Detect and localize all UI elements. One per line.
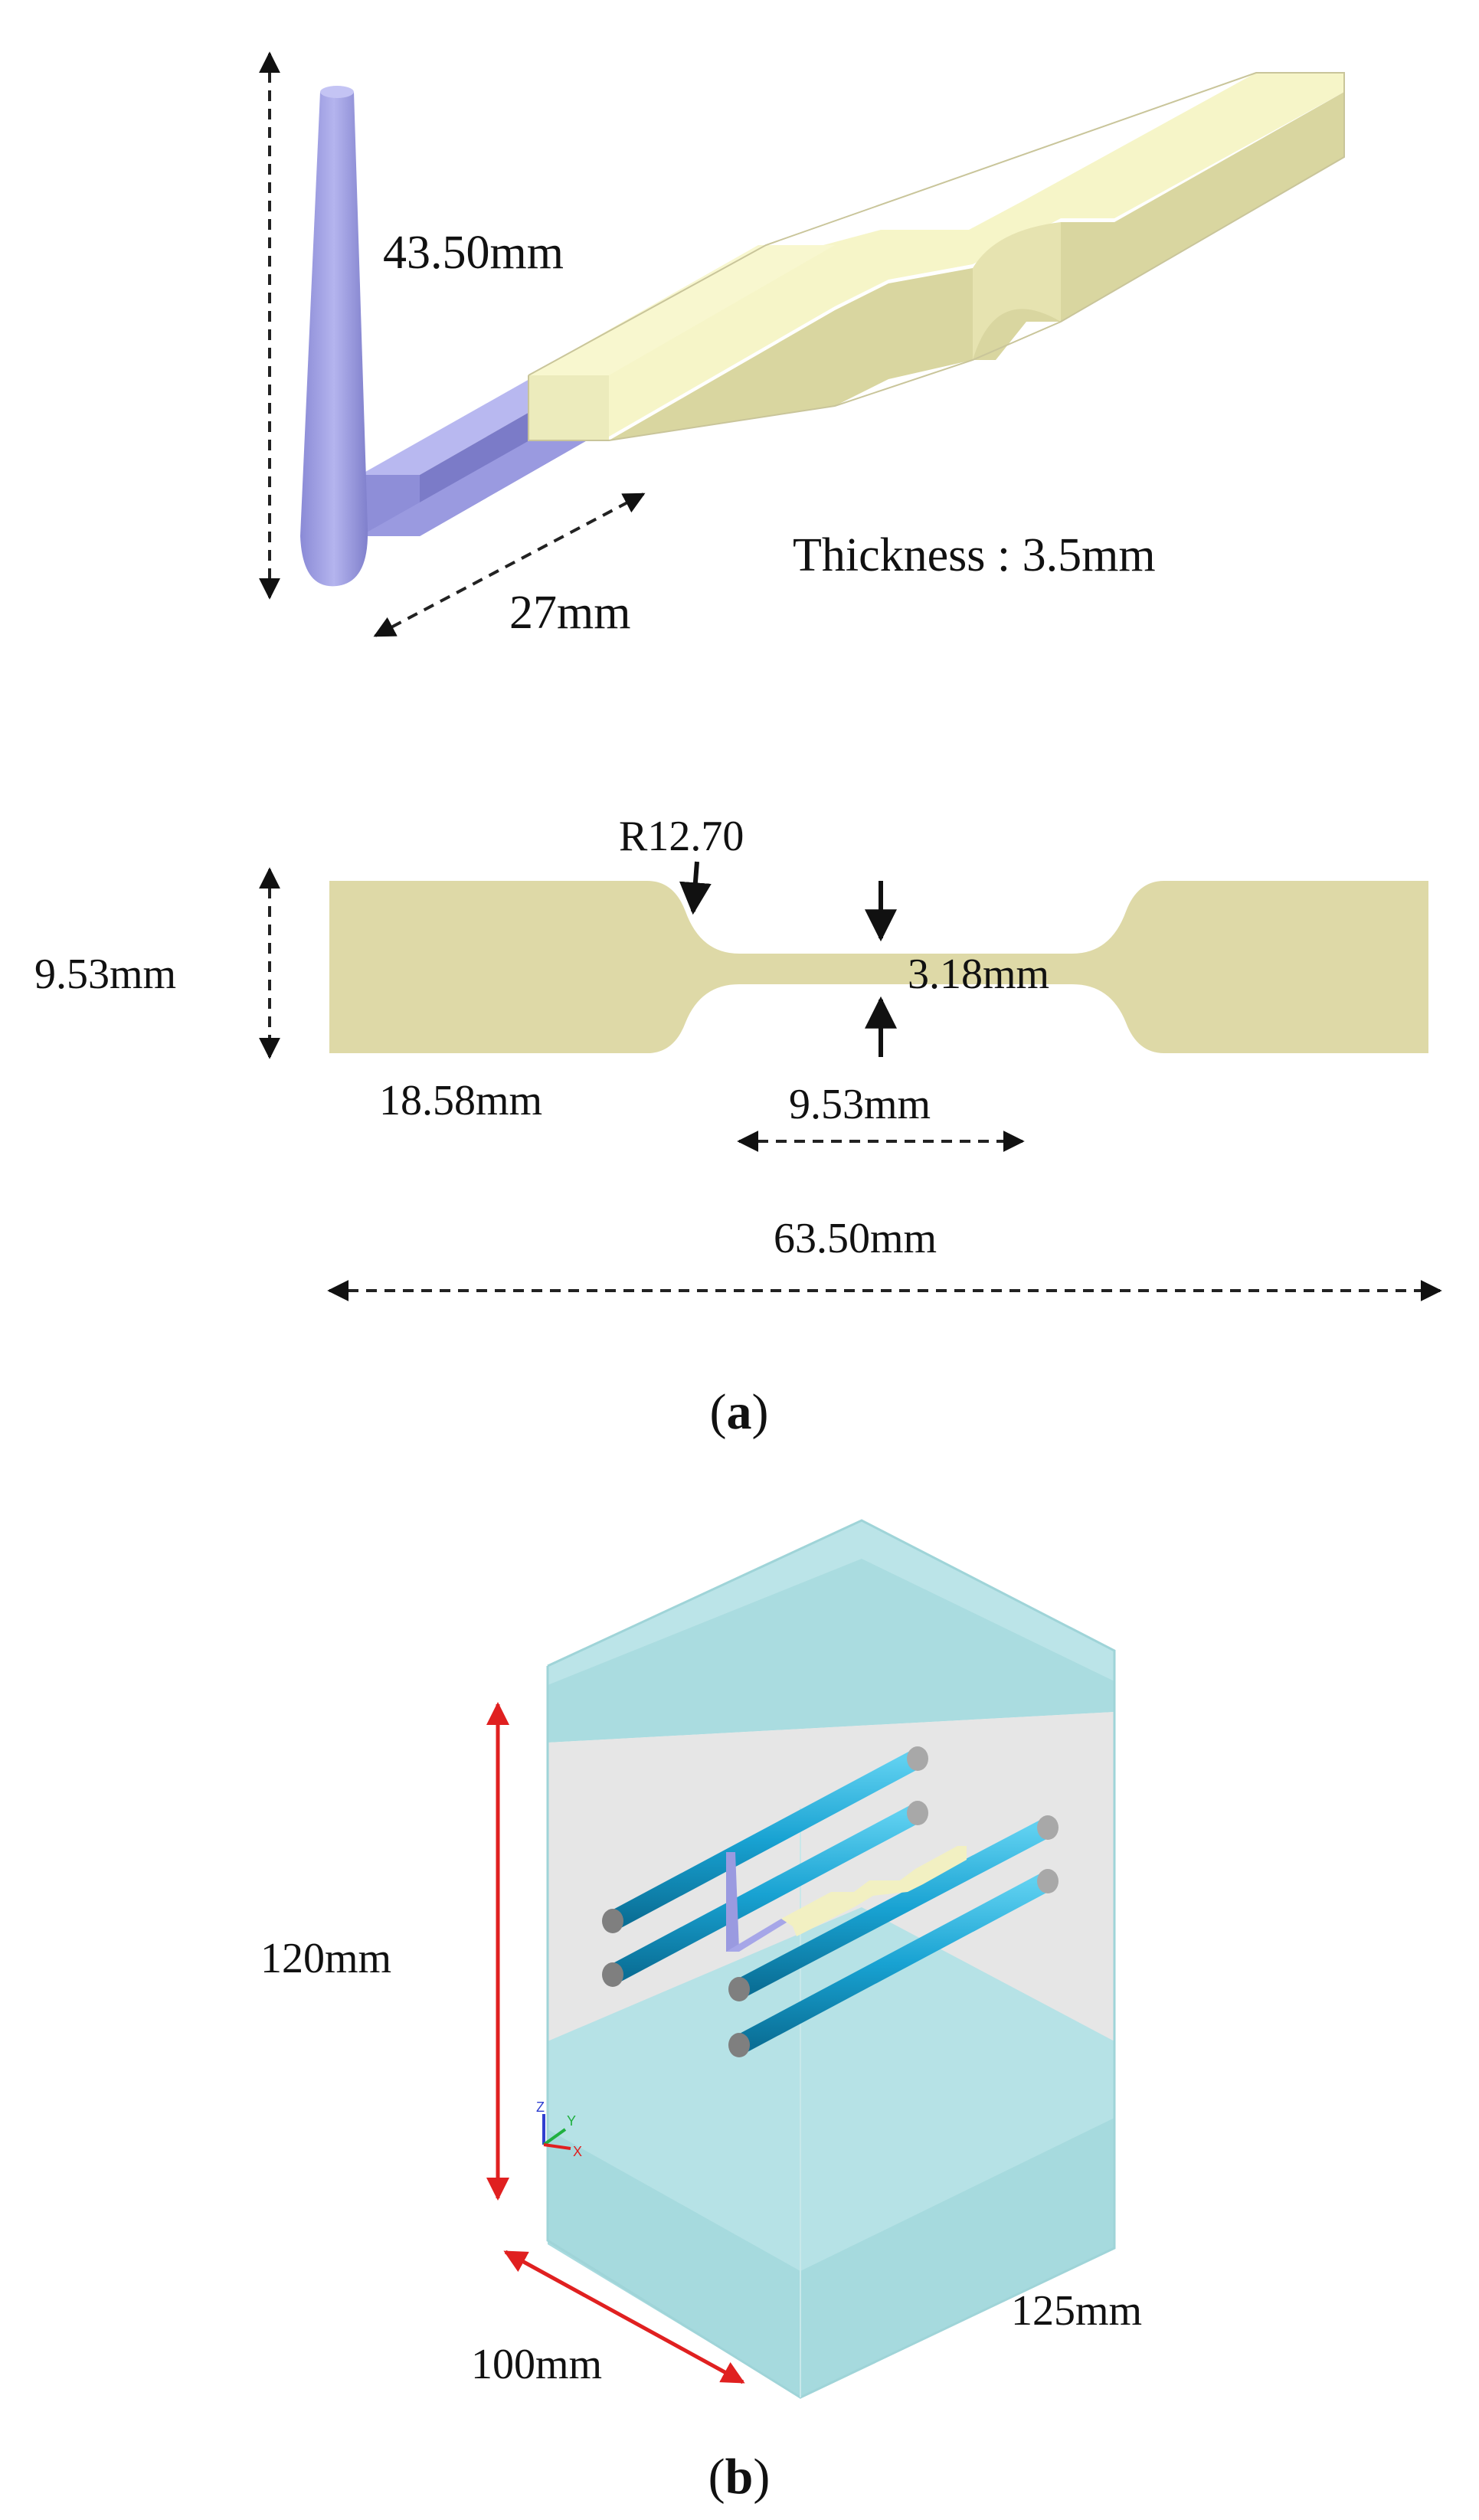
sprue-top	[320, 86, 354, 98]
specimen-outline	[528, 72, 1345, 441]
cooling-pipe-3	[728, 1815, 1059, 2001]
depth-dimension-red	[503, 2250, 745, 2384]
mold-depth-label: 100mm	[471, 2341, 602, 2388]
total-length-label: 63.50mm	[774, 1215, 937, 1262]
panel-b-mold: Z Y X 120mm 100mm 125mm	[260, 1519, 1142, 2399]
height-label: 43.50mm	[383, 227, 564, 279]
grip-length-label: 18.58mm	[379, 1077, 542, 1124]
panel-a-isometric: 43.50mm 27mm Thickness : 3.5mm	[259, 51, 1345, 639]
cooling-pipe-1	[602, 1746, 928, 1933]
plan-specimen	[329, 881, 1428, 1053]
runner-dimension-line	[373, 493, 646, 637]
specimen-front-end	[528, 375, 609, 440]
axis-z-label: Z	[536, 2099, 545, 2115]
axis-triad: Z Y X	[536, 2099, 582, 2159]
gauge-length-label: 9.53mm	[789, 1081, 931, 1128]
axis-x-label: X	[573, 2144, 582, 2159]
mold-width-label: 125mm	[1011, 2287, 1142, 2335]
gauge-width-label: 3.18mm	[908, 951, 1049, 998]
grip-width-label: 9.53mm	[34, 951, 176, 998]
radius-label: R12.70	[619, 813, 744, 860]
sprue-body	[300, 92, 368, 587]
thickness-label: Thickness : 3.5mm	[793, 529, 1156, 581]
specimen-top-face	[528, 73, 1344, 437]
mold-top-glass-inner	[548, 1559, 1114, 1743]
cooling-pipe-4	[728, 1869, 1059, 2057]
cooling-pipe-2	[602, 1801, 928, 1987]
radius-arrow	[679, 861, 712, 915]
caption-b: (b)	[708, 2449, 771, 2505]
mold-outline	[546, 1519, 1116, 2399]
axis-y-label: Y	[567, 2113, 576, 2129]
specimen-fillet-arc	[973, 222, 1061, 360]
mold-specimen	[726, 1846, 967, 1952]
specimen-top-face-grip	[528, 245, 835, 375]
mold-height-label: 120mm	[260, 1935, 391, 1982]
panel-a-plan: R12.70 9.53mm 3.18mm 18.58mm 9.53mm 63.5…	[34, 813, 1442, 1301]
runner-length-label: 27mm	[509, 587, 630, 639]
caption-a: (a)	[710, 1384, 769, 1440]
